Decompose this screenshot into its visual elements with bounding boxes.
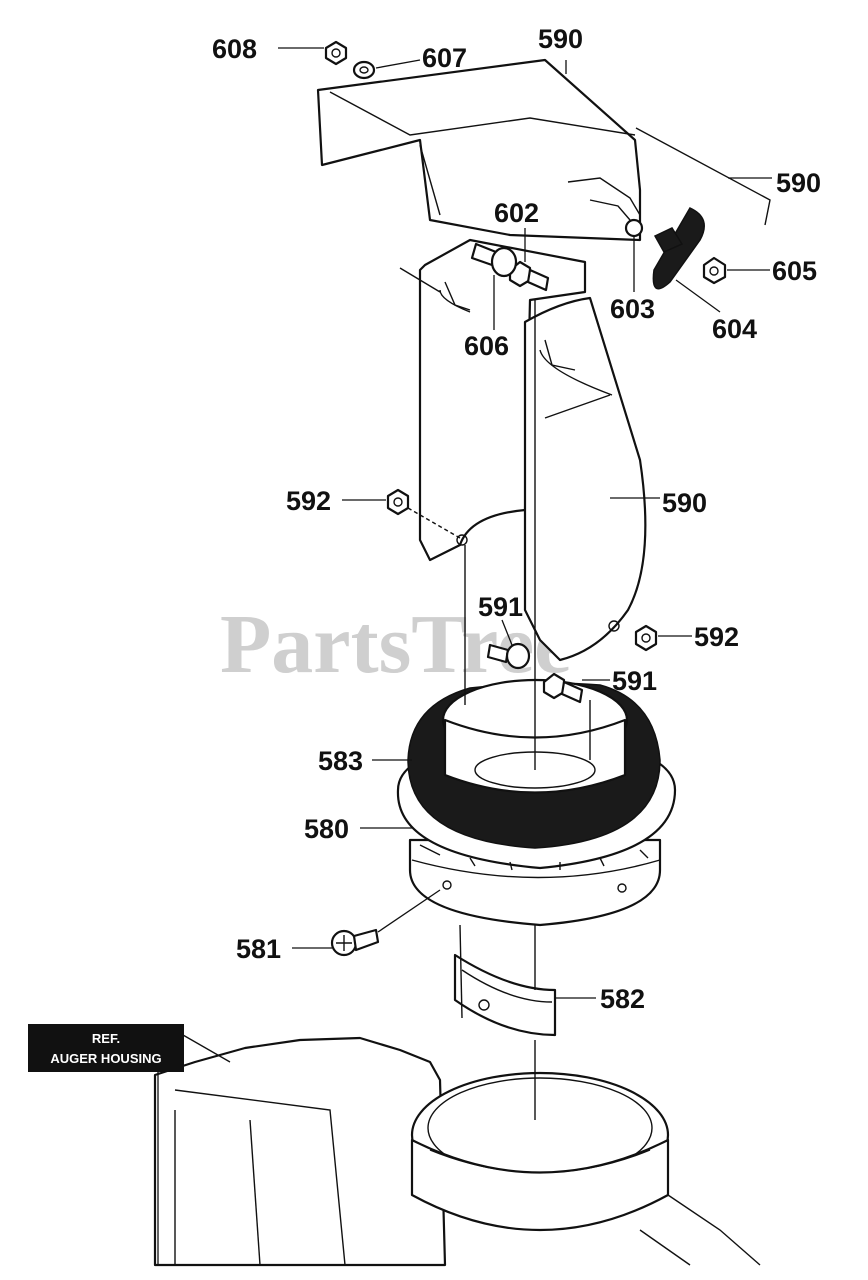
part-604-knob — [652, 207, 705, 290]
part-590-left-chute-side — [399, 238, 587, 562]
part-581-screw — [330, 928, 380, 957]
part-605-nut — [702, 256, 727, 285]
callout-607: 607 — [422, 43, 467, 73]
part-607-washer — [352, 60, 376, 80]
ref-line-1: REF. — [92, 1031, 120, 1046]
part-592-left-nut — [386, 488, 410, 516]
part-608-nut — [324, 40, 348, 66]
callout-590-rod: 590 — [776, 168, 821, 198]
callout-590-side: 590 — [662, 488, 707, 518]
callout-592-right: 592 — [694, 622, 739, 652]
callout-606: 606 — [464, 331, 509, 361]
part-591-upper-bolt — [486, 642, 531, 670]
callout-602: 602 — [494, 198, 539, 228]
callout-603: 603 — [610, 294, 655, 324]
part-606-carriage-bolt — [470, 242, 518, 278]
callout-590-deflector: 590 — [538, 24, 583, 54]
part-591-lower-bolt — [542, 672, 584, 704]
ref-auger-housing-box: REF. AUGER HOUSING — [28, 1024, 184, 1072]
part-582-clamp — [453, 953, 557, 1037]
callout-582: 582 — [600, 984, 645, 1014]
part-590-deflector — [316, 58, 644, 242]
callout-608: 608 — [212, 34, 257, 64]
part-583-foam-seal — [407, 678, 661, 849]
part-592-right-nut — [634, 624, 658, 652]
callout-605: 605 — [772, 256, 817, 286]
callout-604: 604 — [712, 314, 757, 344]
callout-592-left: 592 — [286, 486, 331, 516]
ref-line-2: AUGER HOUSING — [50, 1051, 161, 1066]
callout-591-upper: 591 — [478, 592, 523, 622]
auger-housing — [153, 1036, 761, 1267]
callout-591-lower: 591 — [612, 666, 657, 696]
callout-581: 581 — [236, 934, 281, 964]
callout-583: 583 — [318, 746, 363, 776]
callout-580: 580 — [304, 814, 349, 844]
part-590-right-chute-side — [523, 296, 647, 662]
